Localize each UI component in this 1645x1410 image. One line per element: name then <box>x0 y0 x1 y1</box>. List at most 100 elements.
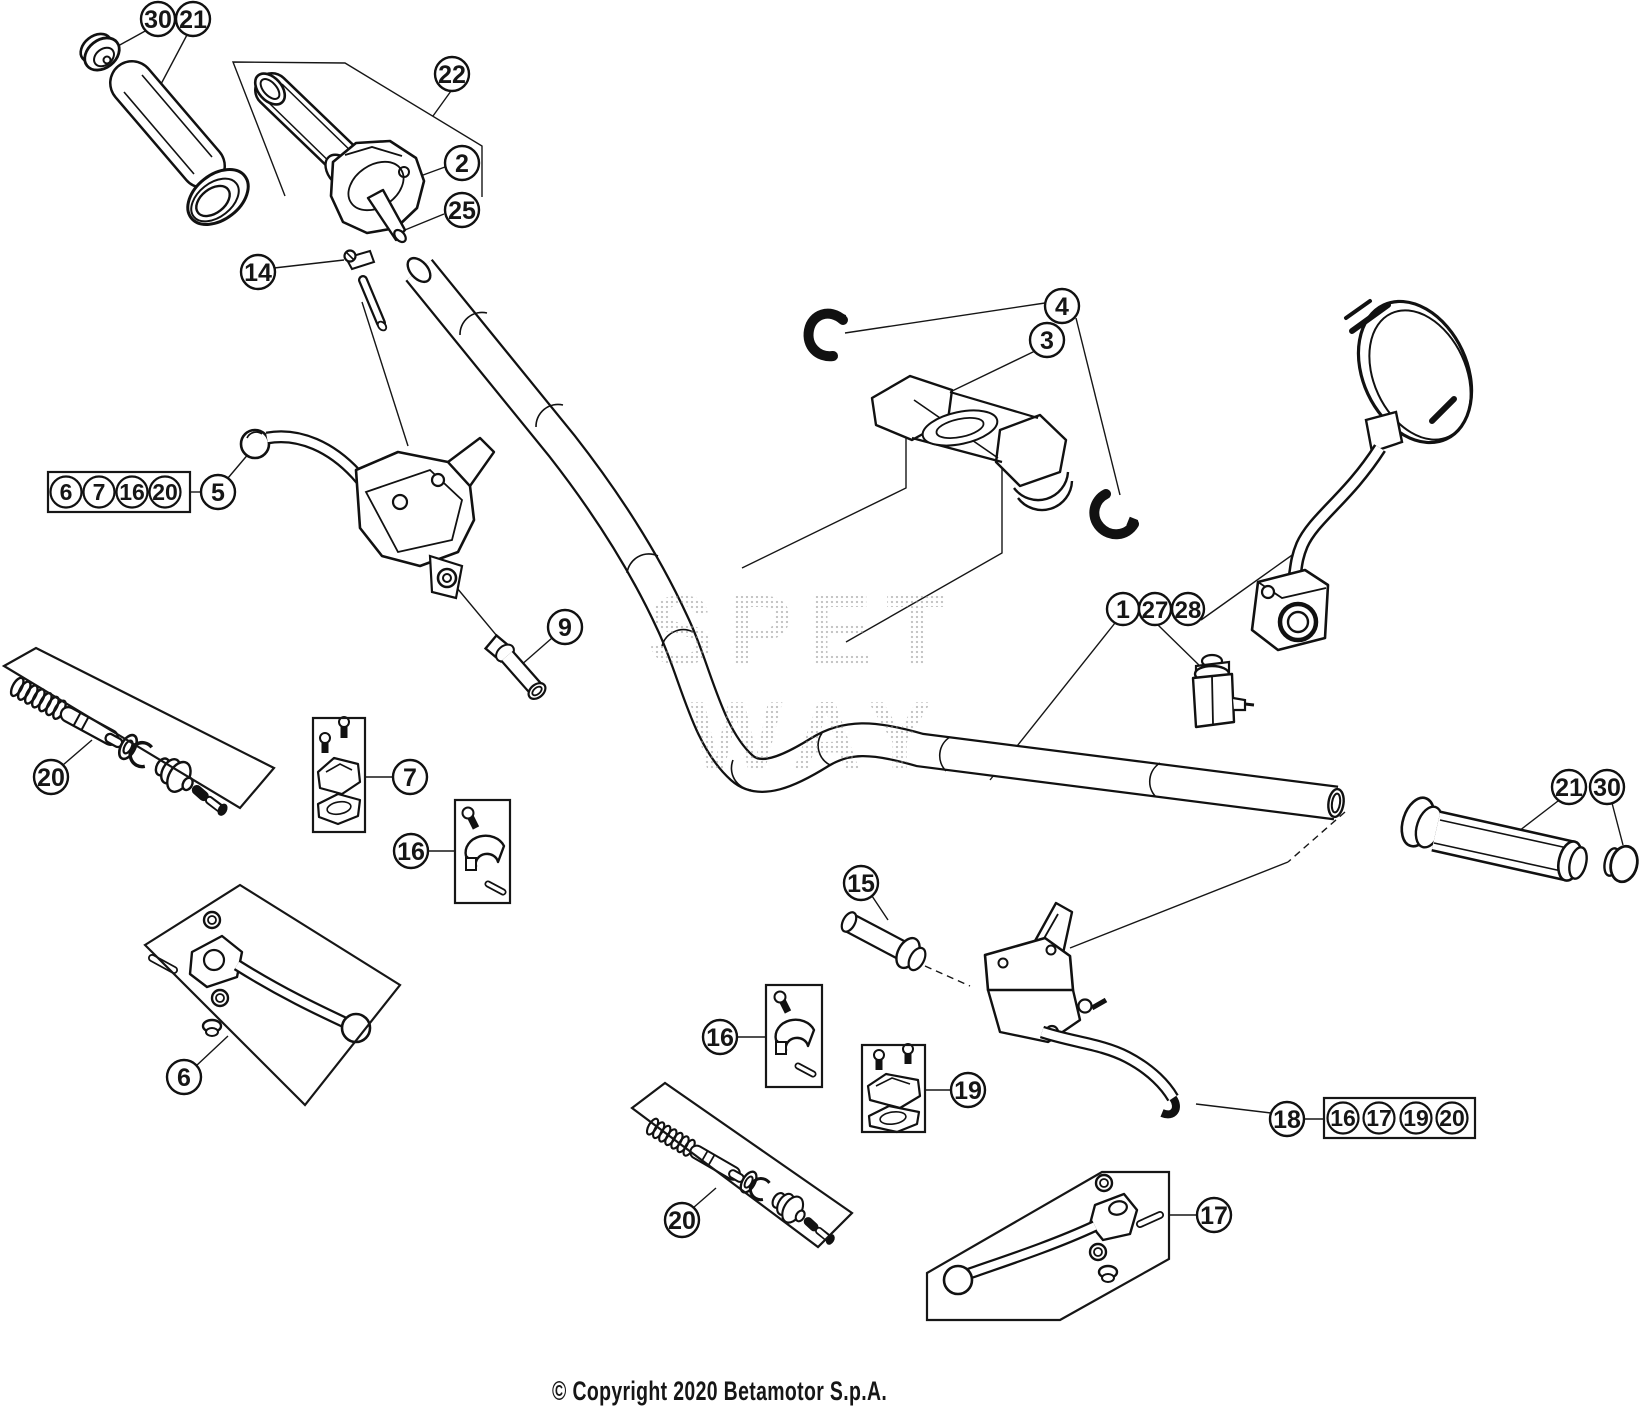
callout-30-right: 30 <box>1588 768 1626 806</box>
box-lever-6 <box>143 883 402 1107</box>
right-grip-assembly <box>1400 796 1639 884</box>
callout-14: 14 <box>239 253 277 291</box>
callout-16-mid: 16 <box>392 832 430 870</box>
group-box-brake <box>1322 1096 1477 1140</box>
svg-text:6: 6 <box>60 479 73 505</box>
svg-text:5: 5 <box>211 479 225 507</box>
svg-text:20: 20 <box>37 764 65 792</box>
watermark-line2: WAY <box>690 681 946 791</box>
svg-text:7: 7 <box>93 479 106 505</box>
left-grip-assembly <box>79 32 250 226</box>
svg-text:1: 1 <box>1116 596 1130 624</box>
svg-text:15: 15 <box>847 870 875 898</box>
svg-text:18: 18 <box>1273 1106 1301 1134</box>
box-7 <box>311 716 367 834</box>
callout-19: 19 <box>949 1071 987 1109</box>
callout-4: 4 <box>1043 287 1081 325</box>
svg-text:17: 17 <box>1200 1202 1228 1230</box>
box-kit-20-left <box>1 646 276 810</box>
callout-7: 7 <box>391 758 429 796</box>
svg-text:6: 6 <box>177 1064 191 1092</box>
callout-group-16: 16 <box>115 475 149 509</box>
handlebar <box>405 256 1345 821</box>
group-boxes <box>1 470 1477 1322</box>
repair-kit-left <box>5 672 238 818</box>
box-16-upper <box>453 798 512 905</box>
callout-20-bottom: 20 <box>663 1201 701 1239</box>
callout-30-left: 30 <box>139 0 177 38</box>
svg-text:22: 22 <box>438 61 466 89</box>
svg-text:20: 20 <box>152 479 178 505</box>
callout-21-left: 21 <box>174 0 212 38</box>
callout-20-left: 20 <box>32 758 70 796</box>
svg-text:2: 2 <box>455 150 469 178</box>
callout-2: 2 <box>443 144 481 182</box>
front-brake-lever <box>942 1173 1164 1296</box>
svg-text:16: 16 <box>397 838 425 866</box>
svg-text:7: 7 <box>403 764 417 792</box>
callout-3: 3 <box>1028 321 1066 359</box>
callout-25: 25 <box>443 191 481 229</box>
watermark: SPET WAY <box>648 575 960 791</box>
clutch-perch-assembly <box>239 428 496 600</box>
callout-16-lower: 16 <box>701 1018 739 1056</box>
svg-text:20: 20 <box>668 1207 696 1235</box>
group-box-clutch <box>46 470 192 514</box>
svg-text:27: 27 <box>1142 597 1169 624</box>
svg-text:21: 21 <box>179 6 207 34</box>
callout-group-20: 20 <box>148 475 182 509</box>
svg-text:3: 3 <box>1040 327 1054 355</box>
pivot-bolt <box>483 633 547 700</box>
throttle-pin <box>343 249 388 332</box>
throttle-assembly <box>253 72 426 244</box>
callout-15: 15 <box>842 864 880 902</box>
callout-group2-19: 19 <box>1399 1101 1433 1135</box>
clamp-kit-16-lower <box>773 990 817 1078</box>
callout-group2-17: 17 <box>1362 1101 1396 1135</box>
mirror-assembly <box>1250 299 1474 652</box>
bar-clamp <box>803 308 1139 540</box>
callout-21-right: 21 <box>1550 768 1588 806</box>
callouts: 30 21 22 2 25 14 4 3 <box>32 0 1626 1239</box>
svg-text:19: 19 <box>1403 1105 1429 1131</box>
svg-text:9: 9 <box>558 614 572 642</box>
svg-text:21: 21 <box>1555 774 1583 802</box>
svg-text:17: 17 <box>1366 1105 1392 1131</box>
callout-9: 9 <box>546 608 584 646</box>
reservoir-cover-kit-19 <box>866 1043 922 1134</box>
svg-text:4: 4 <box>1055 293 1069 321</box>
box-19 <box>860 1043 927 1134</box>
svg-text:19: 19 <box>954 1077 982 1105</box>
callout-group-6: 6 <box>49 475 83 509</box>
copyright-text: © Copyright 2020 Betamotor S.p.A. <box>552 1376 888 1406</box>
callout-group2-16: 16 <box>1326 1101 1360 1135</box>
svg-text:28: 28 <box>1175 597 1202 624</box>
callout-22: 22 <box>433 55 471 93</box>
callout-group-7: 7 <box>82 475 116 509</box>
callout-27: 27 <box>1137 591 1173 627</box>
front-brake-assembly <box>840 901 1180 1119</box>
hook-right <box>1089 489 1139 540</box>
svg-text:16: 16 <box>119 479 145 505</box>
callout-6: 6 <box>165 1058 203 1096</box>
callout-17: 17 <box>1195 1196 1233 1234</box>
callout-1: 1 <box>1105 591 1141 627</box>
svg-text:25: 25 <box>448 197 476 225</box>
watermark-line1: SPET <box>648 575 960 685</box>
svg-text:20: 20 <box>1439 1105 1465 1131</box>
svg-text:14: 14 <box>244 259 272 287</box>
box-lever-17 <box>925 1170 1171 1322</box>
hook-left <box>803 308 848 362</box>
svg-text:30: 30 <box>144 6 172 34</box>
clamp-kit-7 <box>316 716 362 826</box>
svg-text:16: 16 <box>1330 1105 1356 1131</box>
switch <box>1191 653 1255 729</box>
callout-group2-20: 20 <box>1435 1101 1469 1135</box>
box-kit-20-bottom <box>630 1081 854 1249</box>
clamp-kit-16-upper <box>461 806 507 896</box>
callout-28: 28 <box>1170 591 1206 627</box>
callout-5: 5 <box>199 473 237 511</box>
callout-18: 18 <box>1268 1100 1306 1138</box>
